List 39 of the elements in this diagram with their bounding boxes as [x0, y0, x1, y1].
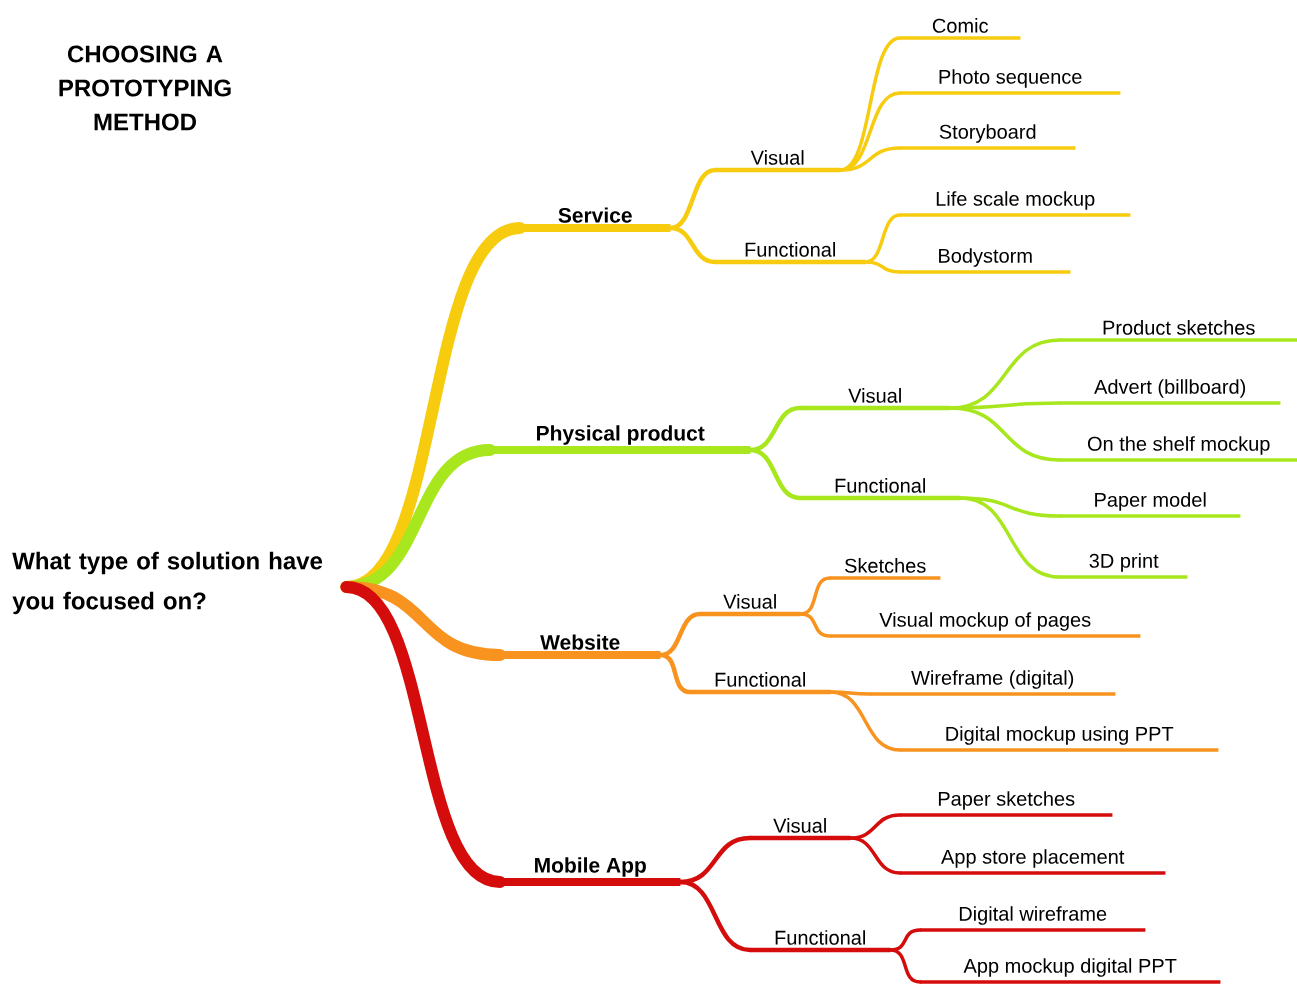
branch-label: App mockup digital PPT — [920, 958, 1221, 984]
branch-label: Life scale mockup — [900, 191, 1131, 217]
branch-line — [848, 836, 902, 875]
branch-label: Product sketches — [1060, 320, 1297, 342]
branch-label: Functional — [750, 930, 891, 953]
branch-label: Wireframe (digital) — [870, 670, 1116, 696]
branch-label: Paper sketches — [900, 791, 1113, 817]
branch-label: Visual — [750, 818, 851, 841]
branch-line — [948, 406, 1062, 462]
branch-label: Advert (billboard) — [1060, 379, 1281, 405]
branch-label: Digital wireframe — [920, 906, 1146, 932]
branch-line — [838, 146, 902, 172]
branch-line — [668, 225, 718, 265]
branch-label: App store placement — [900, 849, 1166, 875]
branch-line — [798, 612, 832, 638]
branch-label: On the shelf mockup — [1060, 436, 1297, 462]
branch-label: Comic — [900, 18, 1021, 40]
branch-label: Functional — [715, 242, 866, 265]
branch-label: Visual — [715, 150, 841, 173]
branch-label: Sketches — [830, 558, 941, 580]
branch-label: Visual — [800, 388, 951, 411]
branch-label: Functional — [800, 478, 961, 501]
branch-label: Photo sequence — [900, 69, 1121, 95]
branch-label: Bodystorm — [900, 248, 1071, 274]
branch-line — [678, 879, 753, 953]
branch-label: Storyboard — [900, 124, 1076, 150]
branch-label: 3D print — [1060, 553, 1188, 579]
branch-label: Paper model — [1060, 492, 1241, 518]
branch-line — [958, 496, 1062, 579]
branch-label: Functional — [690, 672, 831, 695]
branch-label: Visual mockup of pages — [830, 612, 1141, 638]
title: CHOOSING A PROTOTYPING METHOD — [59, 45, 231, 131]
branch-line — [863, 260, 902, 274]
branch-label: Digital mockup using PPT — [900, 726, 1219, 752]
branch-line — [748, 447, 803, 501]
root-question: What type of solution have you focused on? — [12, 551, 323, 615]
branch-line — [888, 948, 922, 984]
branch-line — [828, 690, 902, 752]
branch-label: Visual — [700, 594, 801, 617]
